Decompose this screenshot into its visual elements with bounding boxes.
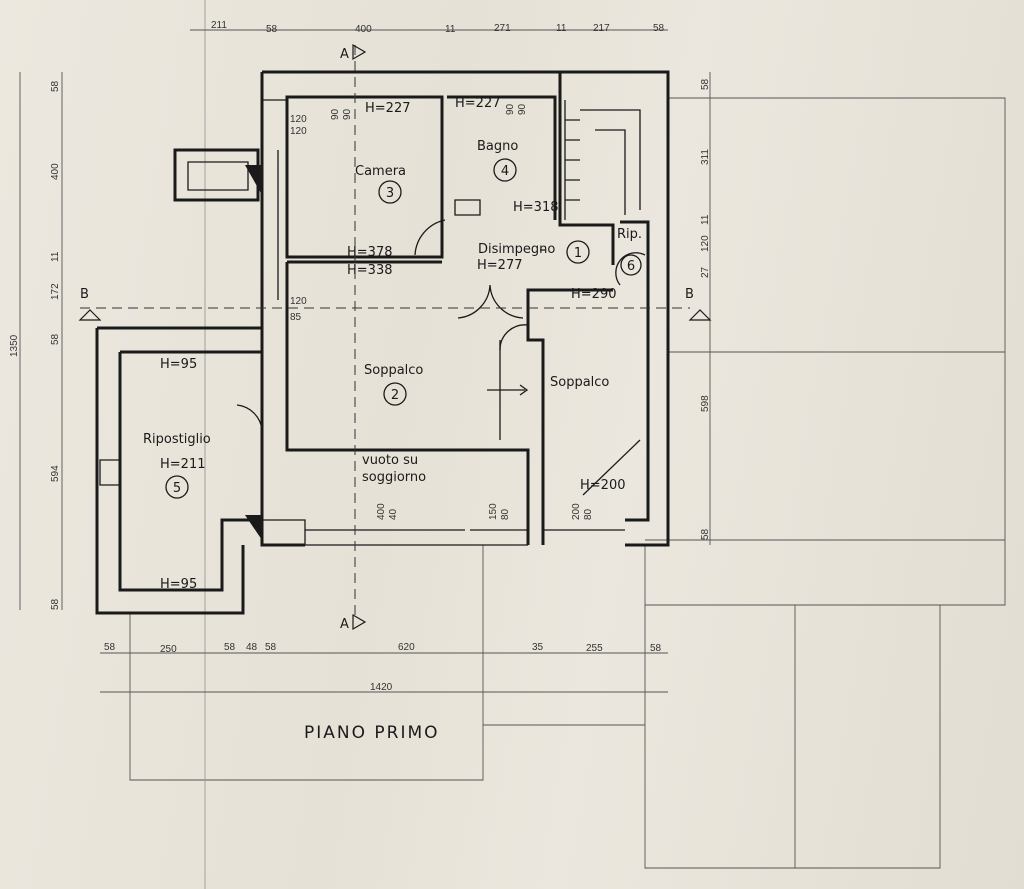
section-marker-b-right: B bbox=[685, 287, 694, 302]
room-height: H=200 bbox=[580, 478, 625, 493]
room-soppalco: Soppalco H=200 bbox=[487, 375, 625, 493]
section-marker-b-left: B bbox=[80, 287, 89, 302]
dim-bottom-7: 255 bbox=[586, 643, 603, 654]
window-label: 400 bbox=[376, 503, 387, 520]
dim-right-1: 311 bbox=[700, 149, 711, 165]
dim-bottom-6: 35 bbox=[532, 642, 544, 653]
room-number: 6 bbox=[627, 259, 635, 274]
dim-bottom-0: 58 bbox=[104, 642, 116, 653]
window-label: 200 bbox=[571, 503, 582, 520]
window-label: 40 bbox=[388, 508, 399, 520]
section-lines: A A B B bbox=[78, 43, 712, 632]
section-marker-a-bottom: A bbox=[340, 617, 349, 632]
room-height-2: H=338 bbox=[347, 263, 392, 278]
dim-left-1: 400 bbox=[50, 163, 61, 180]
window-label: 85 bbox=[290, 312, 302, 323]
dim-left-5: 594 bbox=[50, 465, 61, 482]
room-height-2: H=318 bbox=[513, 200, 558, 215]
dim-top-2: 400 bbox=[355, 24, 372, 35]
room-number: 5 bbox=[173, 481, 181, 496]
dim-left-4: 58 bbox=[50, 333, 61, 345]
room-height: H=378 bbox=[347, 245, 392, 260]
room-bagno: Bagno 4 H=227 H=318 bbox=[455, 96, 558, 215]
room-height: H=290 bbox=[571, 287, 616, 302]
dim-bottom-total: 1420 bbox=[370, 682, 393, 693]
room-number: 2 bbox=[391, 388, 399, 403]
dim-top-4: 271 bbox=[494, 23, 511, 34]
window-label: 80 bbox=[583, 508, 594, 520]
dim-top-3: 11 bbox=[445, 24, 456, 35]
dim-right-0: 58 bbox=[700, 78, 711, 90]
room-name: Disimpegno bbox=[478, 242, 555, 257]
room-rip: Rip. 6 H=290 bbox=[571, 227, 642, 302]
room-height-top: H=95 bbox=[160, 357, 197, 372]
dim-right-2: 11 bbox=[700, 214, 711, 225]
dim-right-3: 120 bbox=[700, 235, 711, 252]
window-labels: 90 90 90 90 120 120 120 85 400 40 150 80… bbox=[290, 103, 594, 520]
room-name-line1: vuoto su bbox=[362, 453, 418, 468]
room-name: Camera bbox=[355, 164, 406, 179]
room-height: H=211 bbox=[160, 457, 205, 472]
room-name: Ripostiglio bbox=[143, 432, 211, 447]
room-height-bottom: H=95 bbox=[160, 577, 197, 592]
room-name: Bagno bbox=[477, 139, 518, 154]
room-disimpegno: Disimpegno 1 H=277 bbox=[477, 240, 590, 273]
top-dimensions: 211 58 400 11 271 11 217 58 bbox=[211, 20, 665, 35]
dim-left-6: 58 bbox=[50, 598, 61, 610]
room-ripostiglio: Ripostiglio H=211 5 H=95 H=95 bbox=[143, 357, 211, 592]
dim-bottom-4: 58 bbox=[265, 642, 277, 653]
dim-top-0: 211 bbox=[211, 20, 227, 31]
dim-bottom-8: 58 bbox=[650, 643, 662, 654]
dim-top-7: 58 bbox=[653, 23, 665, 34]
window-label: 90 bbox=[517, 103, 528, 115]
paper-outlines bbox=[129, 0, 1006, 889]
walls bbox=[95, 70, 670, 615]
window-label: 90 bbox=[342, 108, 353, 120]
window-label: 120 bbox=[290, 296, 307, 307]
dim-right-5: 598 bbox=[700, 395, 711, 412]
right-dimensions: 58 311 11 120 27 598 58 bbox=[700, 78, 711, 540]
dim-top-6: 217 bbox=[593, 23, 610, 34]
dim-left-0: 58 bbox=[50, 80, 61, 92]
dim-bottom-1: 250 bbox=[160, 644, 177, 655]
dim-left-3: 172 bbox=[50, 283, 61, 300]
room-number: 1 bbox=[574, 246, 582, 261]
window-label: 90 bbox=[330, 108, 341, 120]
left-dimensions: 58 400 11 172 58 594 58 1350 bbox=[9, 80, 61, 610]
dim-right-4: 27 bbox=[700, 266, 711, 278]
dim-right-6: 58 bbox=[700, 528, 711, 540]
room-number: 3 bbox=[386, 186, 394, 201]
bottom-dimensions: 58 250 58 48 58 620 35 255 58 1420 bbox=[104, 642, 662, 693]
room-name-line2: soggiorno bbox=[362, 470, 426, 485]
room-name: Soppalco bbox=[550, 375, 609, 390]
section-marker-a-top: A bbox=[340, 47, 349, 62]
room-soppalco-2: Soppalco 2 H=378 H=338 bbox=[347, 245, 423, 406]
room-camera: Camera 3 H=227 bbox=[355, 101, 410, 204]
dim-top-5: 11 bbox=[556, 23, 567, 34]
window-label: 120 bbox=[290, 126, 307, 137]
plan-title: PIANO PRIMO bbox=[304, 723, 440, 743]
dim-top-1: 58 bbox=[266, 24, 278, 35]
dim-left-total: 1350 bbox=[9, 334, 20, 357]
window-label: 90 bbox=[505, 103, 516, 115]
dim-bottom-3: 48 bbox=[246, 642, 258, 653]
room-vuoto-soggiorno: vuoto su soggiorno bbox=[362, 453, 426, 485]
room-height: H=227 bbox=[365, 101, 410, 116]
dim-bottom-2: 58 bbox=[224, 642, 236, 653]
room-name: Rip. bbox=[617, 227, 642, 242]
dimension-lines bbox=[19, 29, 711, 693]
room-height: H=227 bbox=[455, 96, 500, 111]
room-height: H=277 bbox=[477, 258, 522, 273]
dim-bottom-5: 620 bbox=[398, 642, 415, 653]
room-number: 4 bbox=[501, 164, 509, 179]
dim-left-2: 11 bbox=[50, 251, 61, 262]
window-label: 150 bbox=[488, 503, 499, 520]
window-label: 80 bbox=[500, 508, 511, 520]
window-label: 120 bbox=[290, 114, 307, 125]
room-name: Soppalco bbox=[364, 363, 423, 378]
